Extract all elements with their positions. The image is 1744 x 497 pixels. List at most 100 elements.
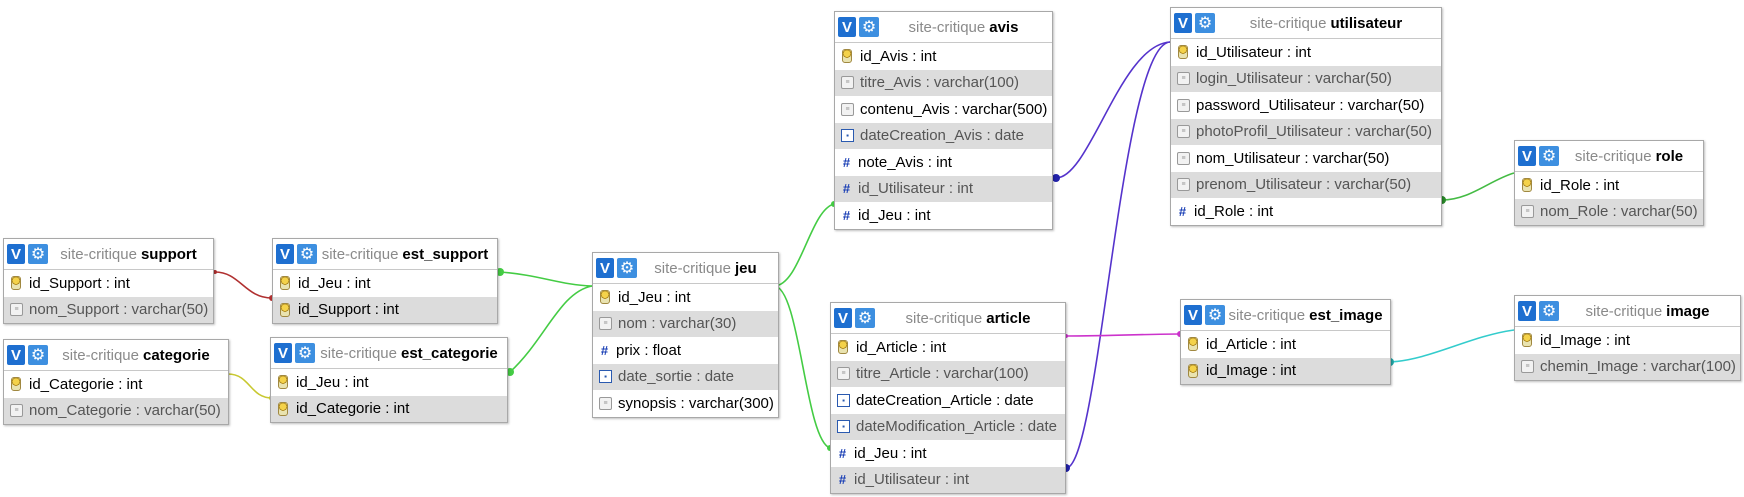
column-row[interactable]: #id_Utilisateur : int [831,466,1065,493]
column-row[interactable]: ▪date_sortie : date [593,363,778,390]
column-row[interactable]: id_Support : int [4,270,213,297]
toggle-view-icon[interactable]: V [596,258,614,278]
column-row[interactable]: id_Image : int [1181,357,1390,384]
column-row[interactable]: ≡nom_Role : varchar(50) [1515,198,1703,225]
column-row[interactable]: #prix : float [600,341,682,359]
key-icon [11,276,21,291]
column-row[interactable]: ▪dateCreation_Avis : date [835,122,1052,149]
column-row[interactable]: id_Jeu : int [271,369,507,396]
gear-icon[interactable]: ⚙ [1195,13,1215,33]
column-row[interactable]: ≡synopsis : varchar(300) [593,390,778,417]
column-row[interactable]: id_Article : int [1181,331,1390,358]
gear-icon[interactable]: ⚙ [28,244,48,264]
key-icon [280,276,290,291]
key-icon [1522,333,1532,348]
gear-icon[interactable]: ⚙ [1205,305,1225,325]
column-row[interactable]: id_Utilisateur : int [1171,39,1441,66]
toggle-view-icon[interactable]: V [7,345,25,365]
toggle-view-icon[interactable]: V [1518,146,1536,166]
column-row[interactable]: #id_Utilisateur : int [835,175,1052,202]
column-row[interactable]: id_Categorie : int [271,395,507,422]
number-icon: # [838,445,847,461]
toggle-view-icon[interactable]: V [1184,305,1202,325]
toggle-view-icon[interactable]: V [274,343,292,363]
gear-icon[interactable]: ⚙ [1539,146,1559,166]
column-row[interactable]: id_Avis : int [835,43,1052,70]
column-row[interactable]: id_Article : int [831,334,1065,361]
text-icon: ≡ [1521,205,1534,219]
column-row[interactable]: #id_Jeu : int [842,206,931,224]
column-row[interactable]: ▪dateModification_Article : date [831,413,1065,440]
key-icon [1522,178,1532,193]
column-row[interactable]: id_Support : int [273,296,497,323]
toggle-view-icon[interactable]: V [7,244,25,264]
link-avis-utilisateur [1055,41,1171,179]
toggle-view-icon[interactable]: V [1174,13,1192,33]
toggle-view-icon[interactable]: V [1518,301,1536,321]
gear-icon[interactable]: ⚙ [617,258,637,278]
column-row[interactable]: #id_Role : int [1178,202,1274,220]
number-icon: # [842,207,851,223]
column-row[interactable]: ≡titre_Avis : varchar(100) [835,69,1052,96]
date-icon: ▪ [837,393,850,407]
column-row[interactable]: #id_Jeu : int [838,444,927,462]
column-row[interactable]: ▪dateCreation_Article : date [831,387,1065,414]
key-icon [278,375,288,390]
column-row[interactable]: ≡prenom_Utilisateur : varchar(50) [1171,171,1441,198]
column-row[interactable]: ≡titre_Article : varchar(100) [831,360,1065,387]
column-row[interactable]: id_Jeu : int [593,284,778,311]
column-row[interactable]: ≡chemin_Image : varchar(100) [1515,353,1740,380]
column-row[interactable]: id_Role : int [1515,172,1703,199]
gear-icon[interactable]: ⚙ [859,17,879,37]
column-row[interactable]: ≡photoProfil_Utilisateur : varchar(50) [1171,118,1441,145]
column-row[interactable]: ≡nom_Categorie : varchar(50) [4,397,228,424]
gear-icon[interactable]: ⚙ [295,343,315,363]
column-row[interactable]: ≡nom_Utilisateur : varchar(50) [1171,145,1441,172]
column-row[interactable]: ≡password_Utilisateur : varchar(50) [1171,92,1441,119]
link-support-est-support [214,271,273,299]
column-row[interactable]: id_Image : int [1515,327,1740,354]
toggle-view-icon[interactable]: V [838,17,856,37]
column-row[interactable]: id_Categorie : int [4,371,228,398]
gear-icon[interactable]: ⚙ [297,244,317,264]
text-icon: ≡ [1177,178,1190,192]
column-row[interactable]: id_Jeu : int [273,270,497,297]
column-row[interactable]: #note_Avis : int [842,153,952,171]
date-icon: ▪ [837,420,850,434]
column-row[interactable]: ≡contenu_Avis : varchar(500) [835,96,1052,123]
gear-icon[interactable]: ⚙ [28,345,48,365]
number-icon: # [842,181,851,197]
toggle-view-icon[interactable]: V [834,308,852,328]
column-row[interactable]: ≡login_Utilisateur : varchar(50) [1171,65,1441,92]
gear-icon[interactable]: ⚙ [1539,301,1559,321]
column-row[interactable]: ≡nom : varchar(30) [593,310,778,337]
column-row[interactable]: ≡nom_Support : varchar(50) [4,296,213,323]
gear-icon[interactable]: ⚙ [855,308,875,328]
toggle-view-icon[interactable]: V [276,244,294,264]
